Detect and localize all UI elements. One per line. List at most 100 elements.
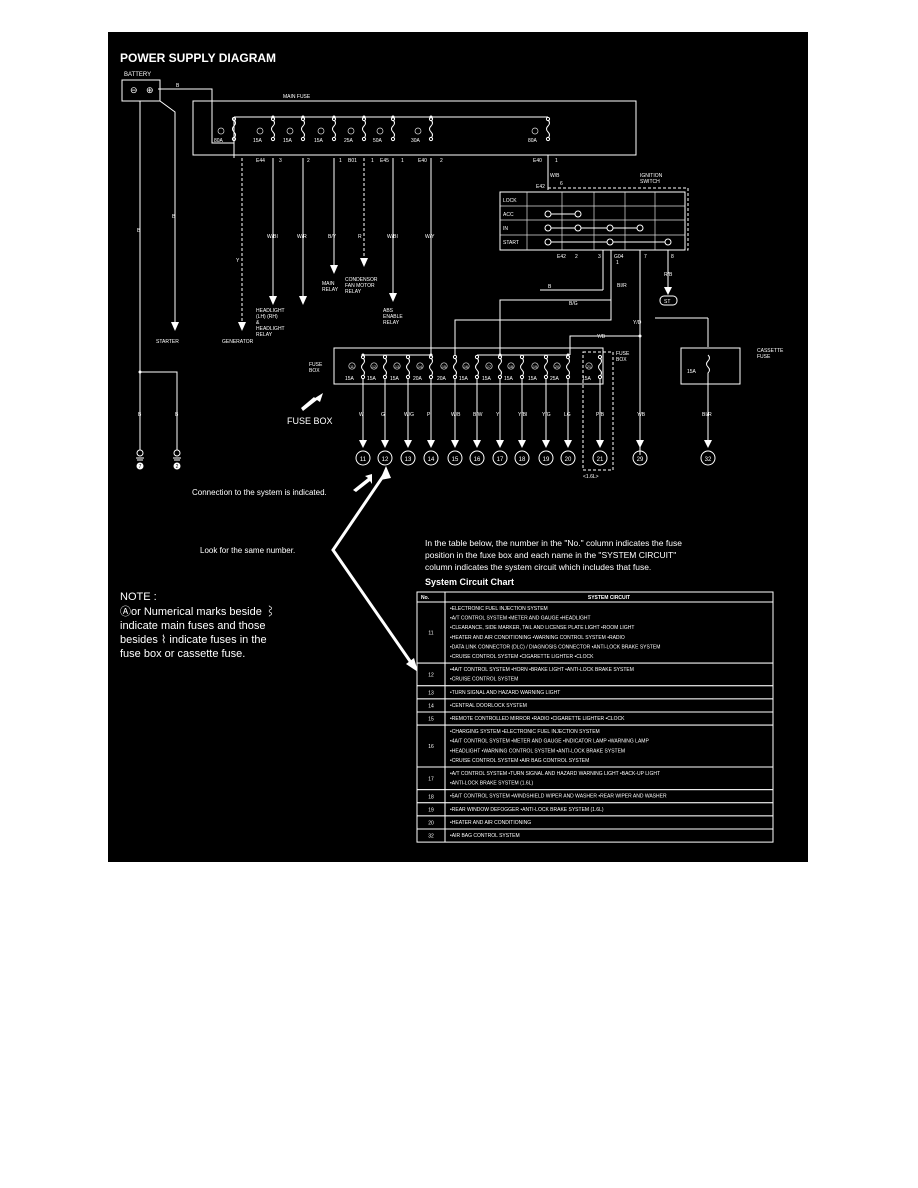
- fuse-terminal: [452, 354, 458, 360]
- chart-row-circuit: •HEATER AND AIR CONDITIONING: [450, 820, 531, 826]
- fuse-box-fuse-icon: [361, 357, 365, 377]
- fuse-position-badge: [440, 362, 448, 370]
- chart-row-circuit: •REMOTE CONTROLLED MIRROR •RADIO •CIGARE…: [450, 716, 625, 722]
- fuse-amp: 15A: [345, 376, 355, 382]
- main-fuse-amp: 30A: [411, 138, 421, 144]
- fuse-amp: 15A: [528, 376, 538, 382]
- chart-row-circuit: •REAR WINDOW DEFOGGER •ANTI-LOCK BRAKE S…: [450, 807, 604, 813]
- load-label: RELAY: [345, 289, 362, 295]
- ign-wire-yb: Y/B: [597, 334, 606, 340]
- note-line: indicate main fuses and those: [120, 620, 266, 632]
- main-fuse-connector: E44: [256, 158, 265, 164]
- load-wire-color: W/BI: [387, 234, 398, 240]
- fuse-position-number: 21: [587, 365, 591, 369]
- chart-row-no: 19: [428, 807, 434, 813]
- ground-icon: [173, 449, 181, 457]
- load-label: FAN MOTOR: [345, 283, 375, 289]
- fuse-box-fuse-icon: [544, 357, 548, 377]
- fuse-box-fuse-icon: [475, 357, 479, 377]
- junction-dot: [301, 115, 305, 119]
- load-arrow-icon: [330, 265, 338, 274]
- load-label: (LH) (RH): [256, 314, 278, 320]
- switch-contact: [574, 210, 582, 218]
- junction-dot: [391, 115, 395, 119]
- load-wire-color: R: [358, 234, 362, 240]
- connection-note: Connection to the system is indicated.: [192, 488, 327, 497]
- fuse-terminal: [597, 354, 603, 360]
- ground-wire-color: B: [175, 412, 179, 418]
- main-fuse-connector: 2: [307, 158, 310, 164]
- chart-row-circuit: •CRUISE CONTROL SYSTEM: [450, 677, 518, 683]
- chart-row-circuit: •5A/T CONTROL SYSTEM •WINDSHIELD WIPER A…: [450, 794, 667, 800]
- variant-box: [582, 351, 614, 471]
- main-fuse-connector: 2: [440, 158, 443, 164]
- fuse-terminal: [543, 354, 549, 360]
- fuse-amp: 20A: [437, 376, 447, 382]
- battery: BATTERY ⊖ ⊕ B: [121, 72, 213, 450]
- annotations: Connection to the system is indicated. L…: [120, 466, 682, 672]
- ign-pin-2: 2: [575, 254, 578, 260]
- chart-row-no: 11: [428, 631, 433, 637]
- ignition-switch-label: IGNITION: [640, 173, 663, 179]
- output-wire-color: P/B: [596, 412, 605, 418]
- ign-wire-bir: BI/R: [617, 283, 627, 289]
- chart-row-circuit: •CRUISE CONTROL SYSTEM •AIR BAG CONTROL …: [450, 758, 589, 764]
- load-label: GENERATOR: [222, 339, 254, 345]
- fuse-terminal: [270, 136, 276, 142]
- output-arrow-icon: [381, 440, 389, 448]
- chart-title: System Circuit Chart: [425, 577, 514, 587]
- look-arrow-lines: [331, 471, 414, 665]
- load-wire-color: B/Y: [328, 234, 337, 240]
- output-arrow-icon: [518, 440, 526, 448]
- output-circle: [492, 450, 508, 466]
- output-wire-color: LG: [564, 412, 571, 418]
- switch-contact: [664, 238, 672, 246]
- fuse-position-number: 17: [487, 365, 491, 369]
- ignition-position: IN: [503, 226, 508, 232]
- output-circle: [592, 450, 608, 466]
- junction-dot: [362, 115, 366, 119]
- output-wire-color: G: [381, 412, 385, 418]
- fuse-box-fuse-icon: [566, 357, 570, 377]
- start-terminal: [659, 295, 678, 306]
- junction-dot: [361, 353, 365, 357]
- output-circle-29: [632, 450, 648, 466]
- output-wire-color: W: [359, 412, 364, 418]
- junction-dot: [566, 353, 570, 357]
- battery-positive-terminal: ⊕: [146, 85, 154, 95]
- start-terminal-label: ST: [664, 299, 670, 305]
- fuse-mark-icon: [376, 127, 384, 135]
- main-fuse-amp: 80A: [528, 138, 538, 144]
- chart-row-no: 18: [428, 794, 434, 800]
- chart-row-circuit: •A/T CONTROL SYSTEM •TURN SIGNAL AND HAZ…: [450, 771, 660, 777]
- fuse-mark-icon: [414, 127, 422, 135]
- load-label: RELAY: [256, 332, 273, 338]
- output-circle: [377, 450, 393, 466]
- chart-row-circuit: •A/T CONTROL SYSTEM •METER AND GAUGE •HE…: [450, 616, 591, 622]
- fuse-terminal: [300, 136, 306, 142]
- chart-row-circuit: •4A/T CONTROL SYSTEM •METER AND GAUGE •I…: [450, 739, 649, 745]
- output-arrow-icon: [359, 440, 367, 448]
- ignition-position: START: [503, 240, 519, 246]
- chart-header-no: No.: [421, 595, 430, 601]
- ground-wire-color: B: [137, 228, 141, 234]
- load-label: HEADLIGHT: [256, 326, 285, 332]
- fuse-amp: 15A: [459, 376, 469, 382]
- fuse-amp: 15A: [390, 376, 400, 382]
- fuse-box-label-left-2: BOX: [309, 368, 320, 374]
- ign-pin-8: 8: [671, 254, 674, 260]
- junction-dot: [332, 115, 336, 119]
- output-number: 14: [428, 457, 435, 463]
- switch-contact: [544, 210, 552, 218]
- output-circle: [423, 450, 439, 466]
- fuse-position-number: 12: [372, 365, 376, 369]
- output-circle: [469, 450, 485, 466]
- load-arrow-icon: [389, 293, 397, 302]
- ignition-position: LOCK: [503, 198, 517, 204]
- switch-contact: [606, 224, 614, 232]
- ign-wire-yd: Y/D: [633, 320, 642, 326]
- chart-row-circuit: •HEATER AND AIR CONDITIONING •WARNING CO…: [450, 635, 625, 641]
- chart-row: 17•A/T CONTROL SYSTEM •TURN SIGNAL AND H…: [416, 766, 774, 791]
